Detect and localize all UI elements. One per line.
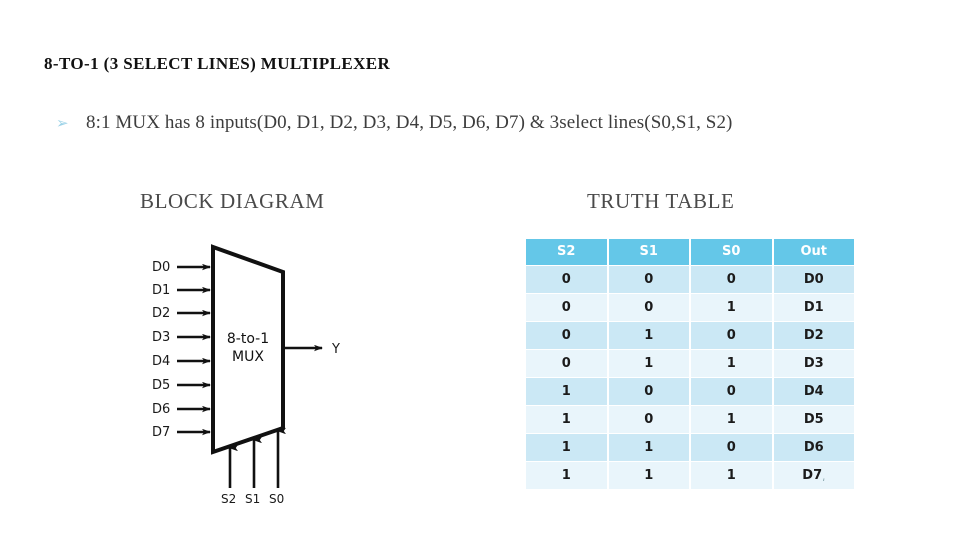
bullet-row: ➢ 8:1 MUX has 8 inputs(D0, D1, D2, D3, D…	[56, 112, 733, 134]
input-label-d6: D6	[152, 402, 170, 417]
input-label-d1: D1	[152, 283, 170, 298]
table-cell: D1	[773, 294, 854, 321]
column-header-s0: S0	[691, 239, 772, 265]
input-label-d0: D0	[152, 260, 170, 275]
input-label-d2: D2	[152, 306, 170, 321]
mux-block-diagram: 8-to-1 MUX D0 D1 D2 D3 D4 D5 D6 D7 Y	[150, 235, 400, 505]
select-label-s0: S0	[269, 492, 284, 505]
mux-label-line2: MUX	[232, 349, 264, 365]
truth-table-heading: TRUTH TABLE	[587, 189, 735, 213]
select-arrows	[228, 427, 286, 488]
table-cell: D3	[773, 350, 854, 377]
input-label-d7: D7	[152, 425, 170, 440]
select-label-s2: S2	[221, 492, 236, 505]
table-cell: 0	[526, 294, 607, 321]
cell-artifact-mark: ͵	[822, 469, 826, 482]
table-cell: 0	[691, 322, 772, 349]
table-cell: D7͵	[773, 462, 854, 489]
column-header-out: Out	[773, 239, 854, 265]
table-cell: 0	[691, 266, 772, 293]
table-cell: 1	[608, 434, 689, 461]
mux-label-line1: 8-to-1	[227, 331, 269, 347]
table-cell: 0	[691, 378, 772, 405]
table-cell: 1	[608, 462, 689, 489]
input-label-d4: D4	[152, 354, 170, 369]
table-cell: D2	[773, 322, 854, 349]
table-cell: 0	[526, 266, 607, 293]
table-cell: 1	[526, 462, 607, 489]
table-cell: D6	[773, 434, 854, 461]
table-cell: 0	[526, 350, 607, 377]
table-cell: 1	[608, 350, 689, 377]
table-cell: 1	[608, 322, 689, 349]
table-header-row: S2 S1 S0 Out	[526, 239, 854, 265]
table-cell: 1	[526, 434, 607, 461]
bullet-text: 8:1 MUX has 8 inputs(D0, D1, D2, D3, D4,…	[86, 112, 733, 133]
table-cell: 1	[691, 294, 772, 321]
table-cell: 1	[526, 406, 607, 433]
table-cell: D4	[773, 378, 854, 405]
table-cell: 0	[526, 322, 607, 349]
table-cell: 1	[691, 350, 772, 377]
column-header-s2: S2	[526, 239, 607, 265]
table-cell: 0	[608, 406, 689, 433]
output-label-y: Y	[331, 342, 340, 357]
input-label-d3: D3	[152, 330, 170, 345]
bullet-arrow-icon: ➢	[56, 116, 69, 132]
table-cell: D0	[773, 266, 854, 293]
column-header-s1: S1	[608, 239, 689, 265]
table-cell: 1	[691, 462, 772, 489]
input-arrows	[177, 263, 211, 436]
input-label-d5: D5	[152, 378, 170, 393]
page-title: 8-TO-1 (3 SELECT LINES) MULTIPLEXER	[44, 54, 391, 73]
table-cell: 0	[608, 266, 689, 293]
table-cell: 0	[691, 434, 772, 461]
table-cell: D5	[773, 406, 854, 433]
select-label-s1: S1	[245, 492, 260, 505]
table-cell: 1	[691, 406, 772, 433]
table-cell: 0	[608, 294, 689, 321]
block-diagram-heading: BLOCK DIAGRAM	[140, 189, 325, 213]
table-cell: 1	[526, 378, 607, 405]
table-cell: 0	[608, 378, 689, 405]
